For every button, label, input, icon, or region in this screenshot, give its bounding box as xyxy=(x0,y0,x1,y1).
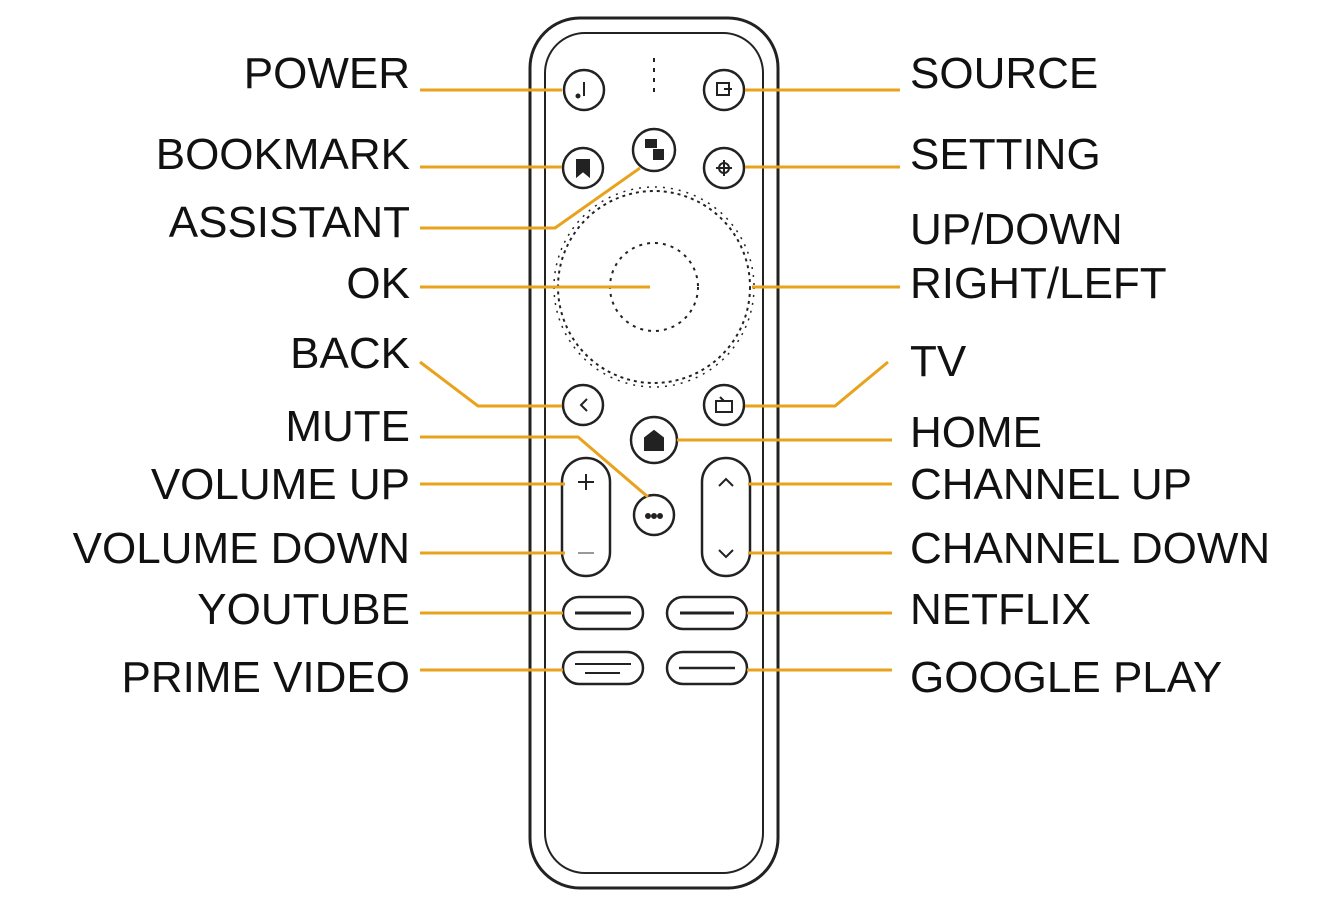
power-button xyxy=(562,68,606,112)
remote-outer-body xyxy=(528,16,780,890)
remote-inner-body xyxy=(544,32,764,874)
mute-leader xyxy=(420,435,649,499)
label-assistant: ASSISTANT xyxy=(168,198,410,247)
label-home: HOME xyxy=(910,408,1042,457)
label-source: SOURCE xyxy=(910,49,1099,98)
assistant-button xyxy=(631,127,677,173)
back-button xyxy=(561,383,605,427)
chevron-up-icon xyxy=(718,477,734,487)
tv-icon xyxy=(715,396,733,413)
tv-leader xyxy=(745,360,889,408)
label-updown: UP/DOWN xyxy=(910,205,1123,254)
prime-video-button xyxy=(561,650,645,686)
source-icon xyxy=(716,82,732,96)
back-arrow-icon xyxy=(579,398,588,412)
assistant-mic-icon xyxy=(645,139,664,160)
back-leader xyxy=(419,360,562,408)
label-prime-video: PRIME VIDEO xyxy=(121,653,411,702)
home-icon xyxy=(644,429,664,451)
plus-icon xyxy=(578,474,594,490)
bookmark-button xyxy=(561,146,605,190)
setting-button xyxy=(702,146,746,190)
power-icon xyxy=(575,82,585,99)
bookmark-icon xyxy=(576,159,590,179)
mute-button xyxy=(632,493,676,537)
prime-logo xyxy=(575,663,631,674)
label-volume-down: VOLUME DOWN xyxy=(72,524,410,573)
setting-gear-icon xyxy=(716,160,732,176)
label-power: POWER xyxy=(243,49,410,98)
label-bookmark: BOOKMARK xyxy=(155,130,410,179)
google-play-button xyxy=(665,650,749,686)
chevron-down-icon xyxy=(718,549,734,559)
label-netflix: NETFLIX xyxy=(910,585,1091,634)
label-channel-down: CHANNEL DOWN xyxy=(910,524,1271,573)
source-button xyxy=(702,68,746,112)
mute-icon xyxy=(645,513,663,519)
assistant-leader xyxy=(420,166,641,230)
label-channel-up: CHANNEL UP xyxy=(910,460,1192,509)
label-setting: SETTING xyxy=(910,130,1101,179)
label-rightleft: RIGHT/LEFT xyxy=(910,259,1167,308)
label-google-play: GOOGLE PLAY xyxy=(910,653,1223,702)
channel-rocker xyxy=(700,456,752,578)
tv-button xyxy=(702,383,746,427)
volume-rocker xyxy=(560,456,612,578)
label-youtube: YOUTUBE xyxy=(197,585,410,634)
label-back: BACK xyxy=(290,329,410,378)
label-volume-up: VOLUME UP xyxy=(150,460,410,509)
label-ok: OK xyxy=(346,259,410,308)
label-tv: TV xyxy=(910,337,967,386)
label-mute: MUTE xyxy=(285,402,410,451)
